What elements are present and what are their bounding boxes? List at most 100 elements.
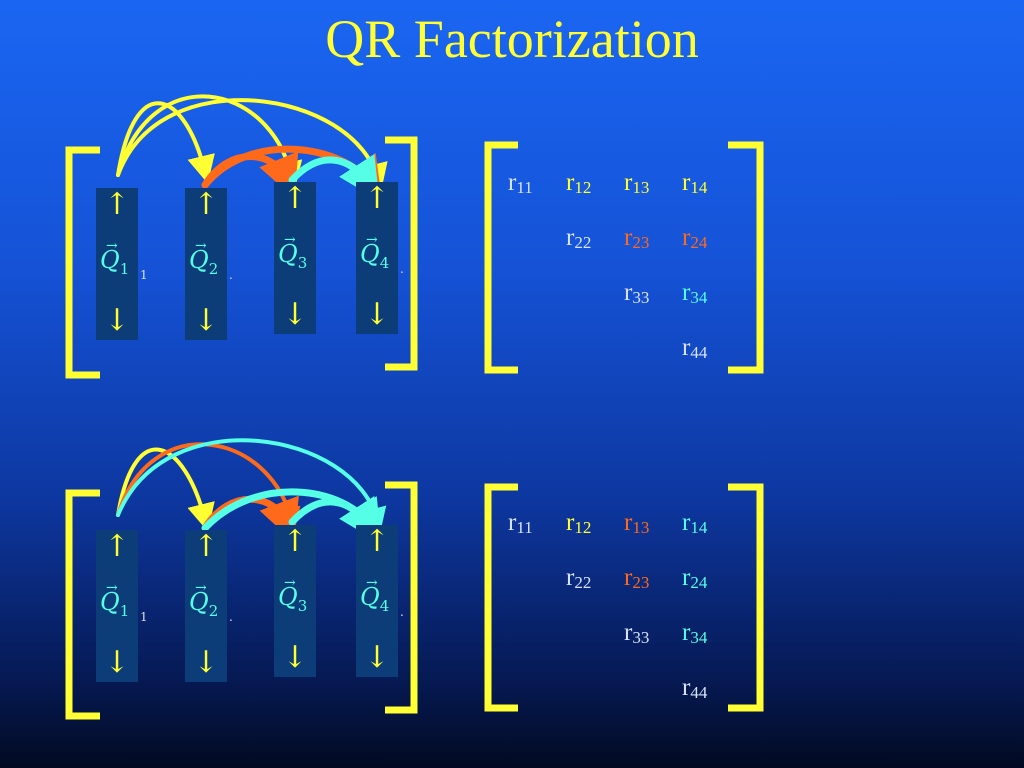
r-entry-33: r33 [624,620,649,650]
q-vector-index: 3 [297,596,308,615]
q-vector-index: 1 [119,601,130,620]
q-column-3: ↑→Q3↓ [274,525,316,677]
r-entry-index: 22 [574,233,592,252]
r-entry-letter: r [682,169,691,196]
r-entry-33: r33 [624,280,649,310]
up-arrow-icon: ↑ [193,529,219,564]
q-vector-label: →Q4 [360,575,390,618]
vector-arrow-icon: → [106,580,118,596]
r-entry-index: 23 [632,233,650,252]
r-entry-index: 44 [690,683,708,702]
r-matrix-brackets-top [484,141,764,374]
down-arrow-icon: ↓ [193,303,219,338]
down-arrow-icon: ↓ [364,297,390,332]
r-entry-34: r34 [682,620,707,650]
q-vector-index: 4 [379,596,390,615]
r-entry-44: r44 [682,335,707,365]
r-entry-letter: r [682,619,691,646]
up-arrow-icon: ↑ [364,181,390,216]
r-entry-letter: r [566,224,575,251]
column-tick: 1 [140,268,148,282]
r-entry-letter: r [624,509,633,536]
r-entry-13: r13 [624,510,649,540]
r-entry-letter: r [566,509,575,536]
r-entry-index: 13 [632,518,650,537]
r-entry-12: r12 [566,510,591,540]
r-entry-11: r11 [508,510,533,540]
q-column-2: ↑ →Q2 ↓. [185,529,233,682]
r-entry-24: r24 [682,565,707,595]
r-entry-letter: r [624,279,633,306]
q-column-4: ↑ →Q4 ↓. [356,181,404,334]
q-vector-label: →Q2 [189,580,219,623]
column-tick: . [400,262,404,276]
r-entry-14: r14 [682,170,707,200]
r-entry-letter: r [624,564,633,591]
r-entry-index: 11 [516,178,533,197]
r-entry-22: r22 [566,565,591,595]
q-column-4: ↑→Q4↓. [356,524,404,677]
r-entry-22: r22 [566,225,591,255]
r-entry-index: 12 [574,178,592,197]
q-vector-label: →Q1 [100,580,130,623]
column-tick: . [229,610,233,624]
q-vector-name: Q [360,583,380,611]
up-arrow-icon: ↑ [104,187,130,222]
r-entry-letter: r [682,509,691,536]
r-entry-letter: r [682,564,691,591]
q-vector-name: Q [360,240,380,268]
q-matrix-brackets-top [65,136,418,379]
up-arrow-icon: ↑ [104,529,130,564]
r-entry-index: 13 [632,178,650,197]
down-arrow-icon: ↓ [193,645,219,680]
r-matrix-brackets-bottom [484,483,764,712]
up-arrow-icon: ↑ [364,524,390,559]
q-column-2: ↑→Q2↓. [185,188,233,340]
r-entry-index: 34 [690,288,708,307]
column-tick: . [229,268,233,282]
r-entry-letter: r [566,564,575,591]
r-entry-letter: r [682,674,691,701]
vector-arrow-icon: → [195,580,207,596]
r-entry-index: 34 [690,628,708,647]
down-arrow-icon: ↓ [104,303,130,338]
r-entry-letter: r [624,224,633,251]
q-matrix-brackets-bottom [65,481,418,720]
r-entry-index: 14 [690,518,708,537]
r-entry-letter: r [682,279,691,306]
up-arrow-icon: ↑ [282,524,308,559]
q-vector-index: 1 [119,259,130,278]
q-vector-name: Q [100,588,120,616]
column-tick: 1 [140,610,148,624]
q-vector-name: Q [189,246,209,274]
q-column-1: ↑→Q1↓1 [96,529,148,682]
down-arrow-icon: ↓ [282,640,308,675]
vector-arrow-icon: → [195,238,207,254]
r-entry-index: 23 [632,573,650,592]
r-entry-letter: r [508,169,517,196]
q-vector-index: 2 [208,601,219,620]
r-entry-index: 22 [574,573,592,592]
r-entry-index: 14 [690,178,708,197]
r-entry-44: r44 [682,675,707,705]
vector-arrow-icon: → [284,575,296,591]
r-entry-letter: r [624,619,633,646]
vector-arrow-icon: → [366,232,378,248]
q-vector-label: →Q2 [189,238,219,281]
q-vector-index: 4 [379,253,390,272]
r-entry-12: r12 [566,170,591,200]
q-vector-label: →Q3 [278,232,307,275]
down-arrow-icon: ↓ [282,297,308,332]
r-entry-index: 33 [632,288,650,307]
r-entry-24: r24 [682,225,707,255]
up-arrow-icon: ↑ [282,181,308,216]
q-vector-index: 2 [208,259,219,278]
r-entry-13: r13 [624,170,649,200]
r-entry-index: 24 [690,573,708,592]
r-entry-23: r23 [624,225,649,255]
r-entry-letter: r [566,169,575,196]
r-entry-34: r34 [682,280,707,310]
vector-arrow-icon: → [284,232,296,248]
column-tick: . [400,605,404,619]
